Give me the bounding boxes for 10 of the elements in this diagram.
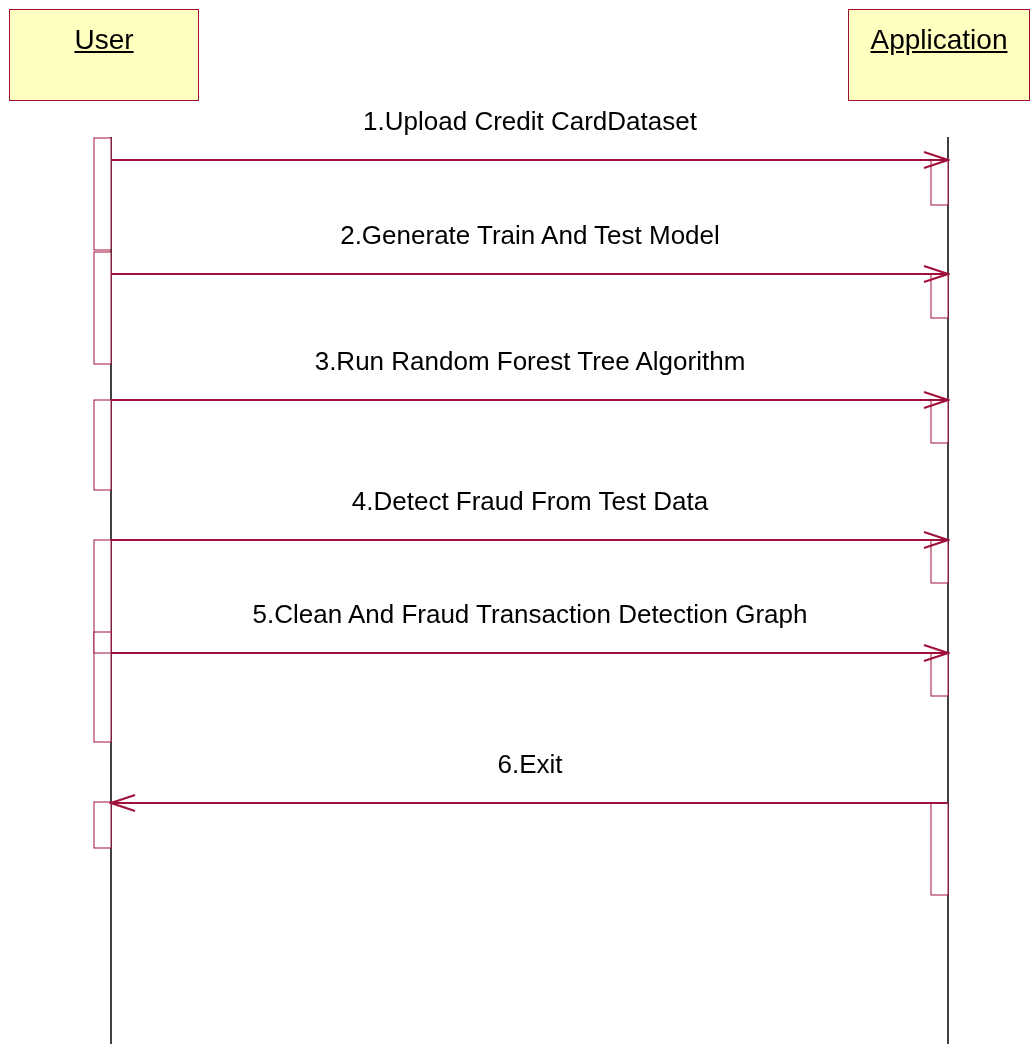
object-lifeline [848, 9, 1030, 1044]
object-lifeline [9, 9, 199, 1044]
message-arrow [110, 644, 949, 662]
message-arrow [110, 265, 949, 283]
message-arrow [110, 151, 949, 169]
message-arrow [110, 531, 949, 549]
object-name: User [73, 24, 135, 56]
object-name: Application [869, 24, 1009, 56]
message-arrow [110, 794, 949, 812]
message-arrow [110, 391, 949, 409]
